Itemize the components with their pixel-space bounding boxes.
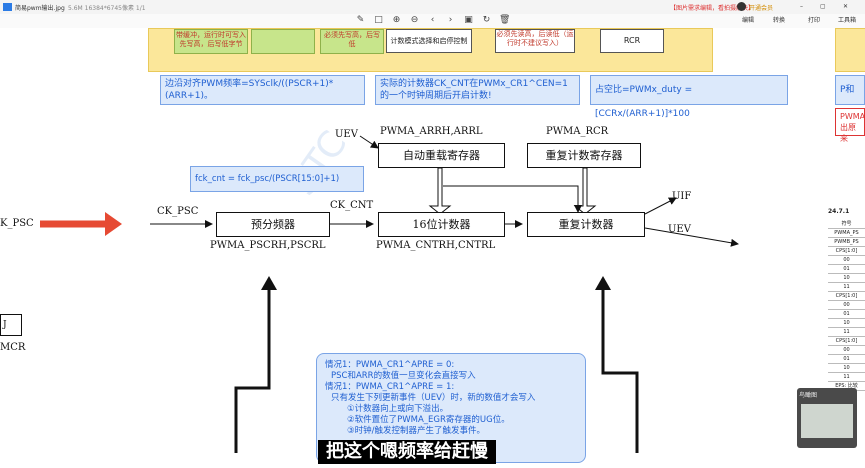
print-button[interactable]: 打印	[808, 17, 821, 24]
uev-top-label: UEV	[335, 129, 358, 140]
note-item-1: ①计数器向上或向下溢出。	[347, 404, 449, 414]
uev-right-label: UEV	[668, 224, 691, 235]
square-icon[interactable]: □	[374, 15, 383, 25]
doc-row: PWMA_PS	[828, 229, 865, 238]
video-subtitle: 把这个嗯频率给赶慢	[318, 440, 496, 464]
doc-row: 10	[828, 274, 865, 283]
doc-row: 11	[828, 373, 865, 382]
doc-row: 01	[828, 355, 865, 364]
duty-formula: 占空比=PWMx_duty = [CCRx/(ARR+1)]*100	[590, 75, 788, 119]
avatar[interactable]	[737, 2, 746, 11]
doc-row: CPS[1:0]	[828, 247, 865, 256]
file-info: 5.6M 16384*6745像素 1/1	[68, 5, 146, 12]
next-icon[interactable]: ›	[448, 15, 453, 25]
left-mcr-label: MCR	[0, 342, 26, 353]
toolbar: ✎ □ ⊕ ⊖ ‹ › ▣ ↻ 🗑 编辑 转换 打印 工具箱	[0, 14, 865, 29]
doc-row: 00	[828, 301, 865, 310]
edit-button[interactable]: 编辑	[742, 17, 755, 24]
repeat-counter-box: 重复计数器	[527, 212, 645, 237]
prescaler-box: 预分频器	[216, 212, 330, 237]
tools-button[interactable]: 工具箱	[838, 17, 857, 24]
popup-title: 鸟瞰图	[799, 392, 818, 399]
rcr-register-label: PWMA_RCR	[546, 126, 609, 137]
uif-label: UIF	[672, 191, 692, 202]
counter-note: 实际的计数器CK_CNT在PWMx_CR1^CEN=1的一个时钟周期后开启计数!	[375, 75, 580, 105]
rotate-icon[interactable]: ↻	[482, 15, 491, 25]
birdview-thumbnail[interactable]	[801, 404, 853, 438]
freq-formula: 边沿对齐PWM频率=SYSclk/((PSCR+1)*(ARR+1)。	[160, 75, 365, 105]
birdview-popup[interactable]: 鸟瞰图	[797, 388, 857, 448]
open-vip-link[interactable]: 开通会员	[749, 5, 774, 12]
left-edge-box: J	[0, 314, 22, 336]
doc-row: 11	[828, 283, 865, 292]
yellow-box-5: 必须先读高，后读低（运 行时不建议写入）	[495, 29, 575, 53]
yellow-panel-right	[835, 28, 865, 72]
auto-reload-register: 自动重载寄存器	[378, 143, 505, 168]
doc-row: 00	[828, 256, 865, 265]
repeat-count-register: 重复计数寄存器	[527, 143, 641, 168]
counter-16bit-box: 16位计数器	[378, 212, 505, 237]
zoom-in-icon[interactable]: ⊕	[392, 15, 401, 25]
doc-row: 00	[828, 346, 865, 355]
ck-cnt-label: CK_CNT	[330, 200, 374, 211]
note-line-2: PSC和ARR的数值一旦变化会直接写入	[331, 371, 476, 381]
yellow-box-2	[251, 29, 315, 54]
note-line-3: 情况1：PWMA_CR1^APRE = 1:	[325, 382, 455, 392]
ad-banner[interactable]: 【图片需求编辑，看拍摄解决】	[670, 5, 755, 12]
note-line-1: 情况1：PWMA_CR1^APRE = 0:	[325, 360, 455, 370]
title-bar: 简易pwm输出.jpg 5.6M 16384*6745像素 1/1 【图片需求编…	[0, 0, 865, 15]
right-pwma-box: PWMA 出原来	[835, 108, 865, 143]
note-item-3: ③时钟/触发控制器产生了触发事件。	[347, 426, 485, 436]
doc-heading: 24.7.1	[828, 208, 850, 215]
diagram-lines	[40, 135, 739, 453]
pen-icon[interactable]: ✎	[356, 15, 365, 25]
close-icon[interactable]: ✕	[843, 3, 849, 10]
doc-row: PWMB_PS	[828, 238, 865, 247]
arr-register-label: PWMA_ARRH,ARRL	[380, 126, 483, 137]
pscr-register-label: PWMA_PSCRH,PSCRL	[210, 240, 326, 251]
doc-row: 01	[828, 265, 865, 274]
yellow-box-3: 必须先写高，后写低	[320, 29, 384, 54]
picture-icon[interactable]: ▣	[464, 15, 473, 25]
yellow-box-4: 计数模式选择和启停控制	[386, 29, 472, 53]
app-icon	[3, 3, 12, 11]
prev-icon[interactable]: ‹	[430, 15, 435, 25]
doc-row: 11	[828, 328, 865, 337]
doc-row: 10	[828, 364, 865, 373]
cntr-register-label: PWMA_CNTRH,CNTRL	[376, 240, 496, 251]
note-line-4: 只有发生下列更新事件（UEV）时，新的数值才会写入	[331, 393, 536, 403]
image-canvas[interactable]: STC 带缓冲，运行时可写入 先写高，后写低字节 必须先写高，后写低 计数模式选…	[0, 28, 865, 468]
maximize-icon[interactable]: ▢	[820, 3, 826, 10]
yellow-panel: 带缓冲，运行时可写入 先写高，后写低字节 必须先写高，后写低 计数模式选择和启停…	[148, 28, 713, 72]
yellow-box-6: RCR	[600, 29, 664, 53]
doc-row: CPS[1:0]	[828, 292, 865, 301]
minimize-icon[interactable]: –	[800, 3, 803, 10]
trash-icon[interactable]: 🗑	[499, 15, 511, 25]
left-ck-psc-label: K_PSC	[0, 218, 34, 229]
doc-row: CPS[1:0]	[828, 337, 865, 346]
doc-row: 符号	[828, 220, 865, 229]
window-title: 简易pwm输出.jpg	[15, 5, 65, 12]
fck-formula: fck_cnt = fck_psc/(PSCR[15:0]+1)	[190, 166, 364, 192]
convert-button[interactable]: 转换	[773, 17, 786, 24]
ck-psc-label: CK_PSC	[157, 206, 199, 217]
zoom-out-icon[interactable]: ⊖	[410, 15, 419, 25]
yellow-box-1: 带缓冲，运行时可写入 先写高，后写低字节	[174, 29, 248, 54]
doc-row: 10	[828, 319, 865, 328]
doc-row: 01	[828, 310, 865, 319]
note-item-2: ②软件置位了PWMA_EGR寄存器的UG位。	[347, 415, 510, 425]
